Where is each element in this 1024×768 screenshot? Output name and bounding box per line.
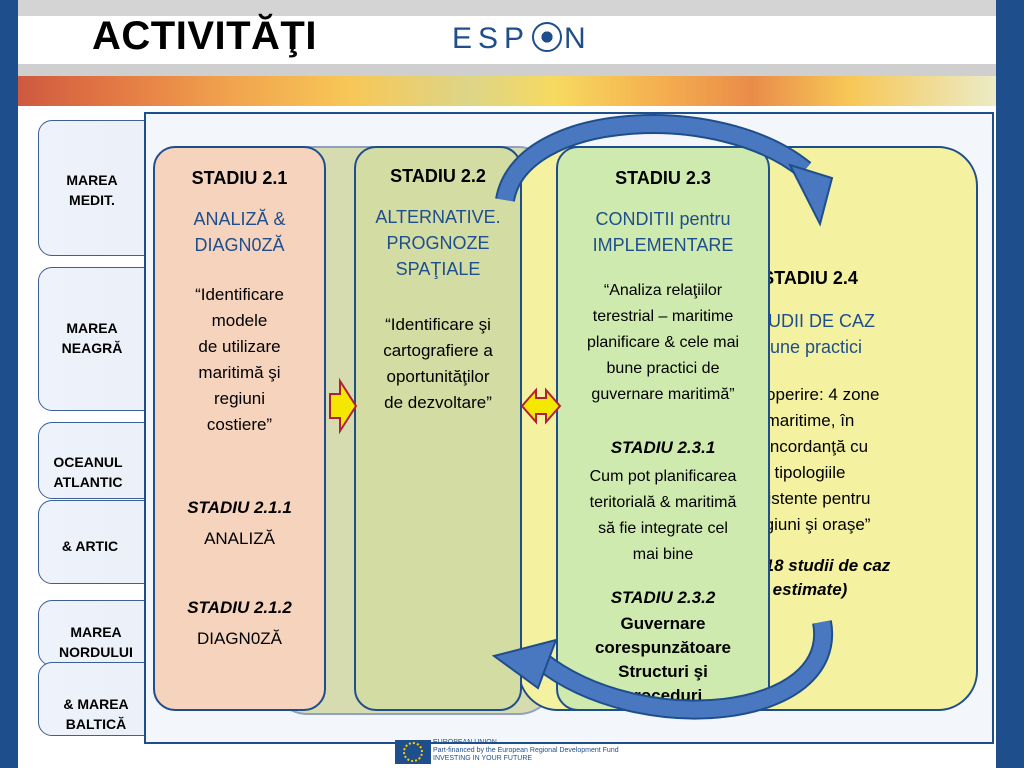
- region-label-baltic: & MAREA BALTICĂ: [63, 696, 129, 732]
- region-label-arctic: & ARTIC: [61, 538, 119, 554]
- region-label-north-sea: MAREA NORDULUI: [59, 624, 133, 660]
- stage-2-3-2-title: STADIU 2.3.2: [610, 588, 716, 607]
- title-stripe: [18, 64, 996, 76]
- stage-2-3-1-title: STADIU 2.3.1: [610, 438, 716, 457]
- stage-2-3-subtitle: CONDITII pentru IMPLEMENTARE: [592, 209, 734, 255]
- stage-2-1-subtitle: ANALIZĂ & DIAGN0ZĂ: [193, 209, 286, 255]
- stage-2-4-title: STADIU 2.4: [762, 268, 858, 288]
- eu-flag-icon: [395, 740, 431, 764]
- arrow-double-icon: [520, 387, 562, 425]
- left-brand-bar: [0, 0, 18, 768]
- stage-2-1-panel: STADIU 2.1 ANALIZĂ & DIAGN0ZĂ “Identific…: [153, 146, 326, 711]
- arrow-right-icon: [329, 377, 358, 435]
- stage-2-1-1-title: STADIU 2.1.1: [187, 498, 292, 517]
- espon-logo: ESP N: [452, 22, 592, 56]
- footer-line-2: Part-financed by the European Regional D…: [433, 747, 619, 754]
- stage-2-3-1-body: Cum pot planificarea teritorială & marit…: [589, 468, 737, 563]
- footer-line-1: EUROPEAN UNION: [433, 739, 497, 746]
- region-label-black-sea: MAREA NEAGRĂ: [61, 320, 123, 356]
- stage-2-3-title: STADIU 2.3: [615, 168, 711, 188]
- logo-circle-icon: [532, 22, 563, 53]
- stage-2-2-body: “Identificare şi cartografiere a oportun…: [383, 315, 493, 412]
- right-brand-bar: [996, 0, 1024, 768]
- stage-2-2-panel: STADIU 2.2 ALTERNATIVE. PROGNOZE SPAŢIAL…: [354, 146, 522, 711]
- stage-2-1-2-title: STADIU 2.1.2: [187, 598, 292, 617]
- top-stripe: [18, 0, 996, 16]
- footer-line-3: INVESTING IN YOUR FUTURE: [433, 755, 533, 762]
- stage-2-1-body: “Identificare modele de utilizare mariti…: [195, 285, 284, 434]
- stage-2-1-title: STADIU 2.1: [191, 168, 288, 188]
- stage-2-3-body: “Analiza relaţiilor terestrial – maritim…: [586, 282, 740, 403]
- stage-2-2-subtitle: ALTERNATIVE. PROGNOZE SPAŢIALE: [375, 207, 501, 279]
- logo-text-left: ESP: [452, 22, 531, 55]
- eu-funding-note: EUROPEAN UNION Part-financed by the Euro…: [433, 739, 619, 763]
- region-label-atlantic: OCEANUL ATLANTIC: [53, 454, 123, 490]
- page-title: ACTIVITĂŢI: [92, 14, 317, 58]
- logo-text-right: N: [564, 22, 592, 55]
- map-banner: [18, 76, 996, 106]
- stage-2-1-2-body: DIAGN0ZĂ: [196, 629, 283, 648]
- stage-2-1-1-body: ANALIZĂ: [204, 529, 275, 548]
- stage-2-2-title: STADIU 2.2: [390, 166, 486, 186]
- region-label-mediterranean: MAREA MEDIT.: [66, 172, 118, 208]
